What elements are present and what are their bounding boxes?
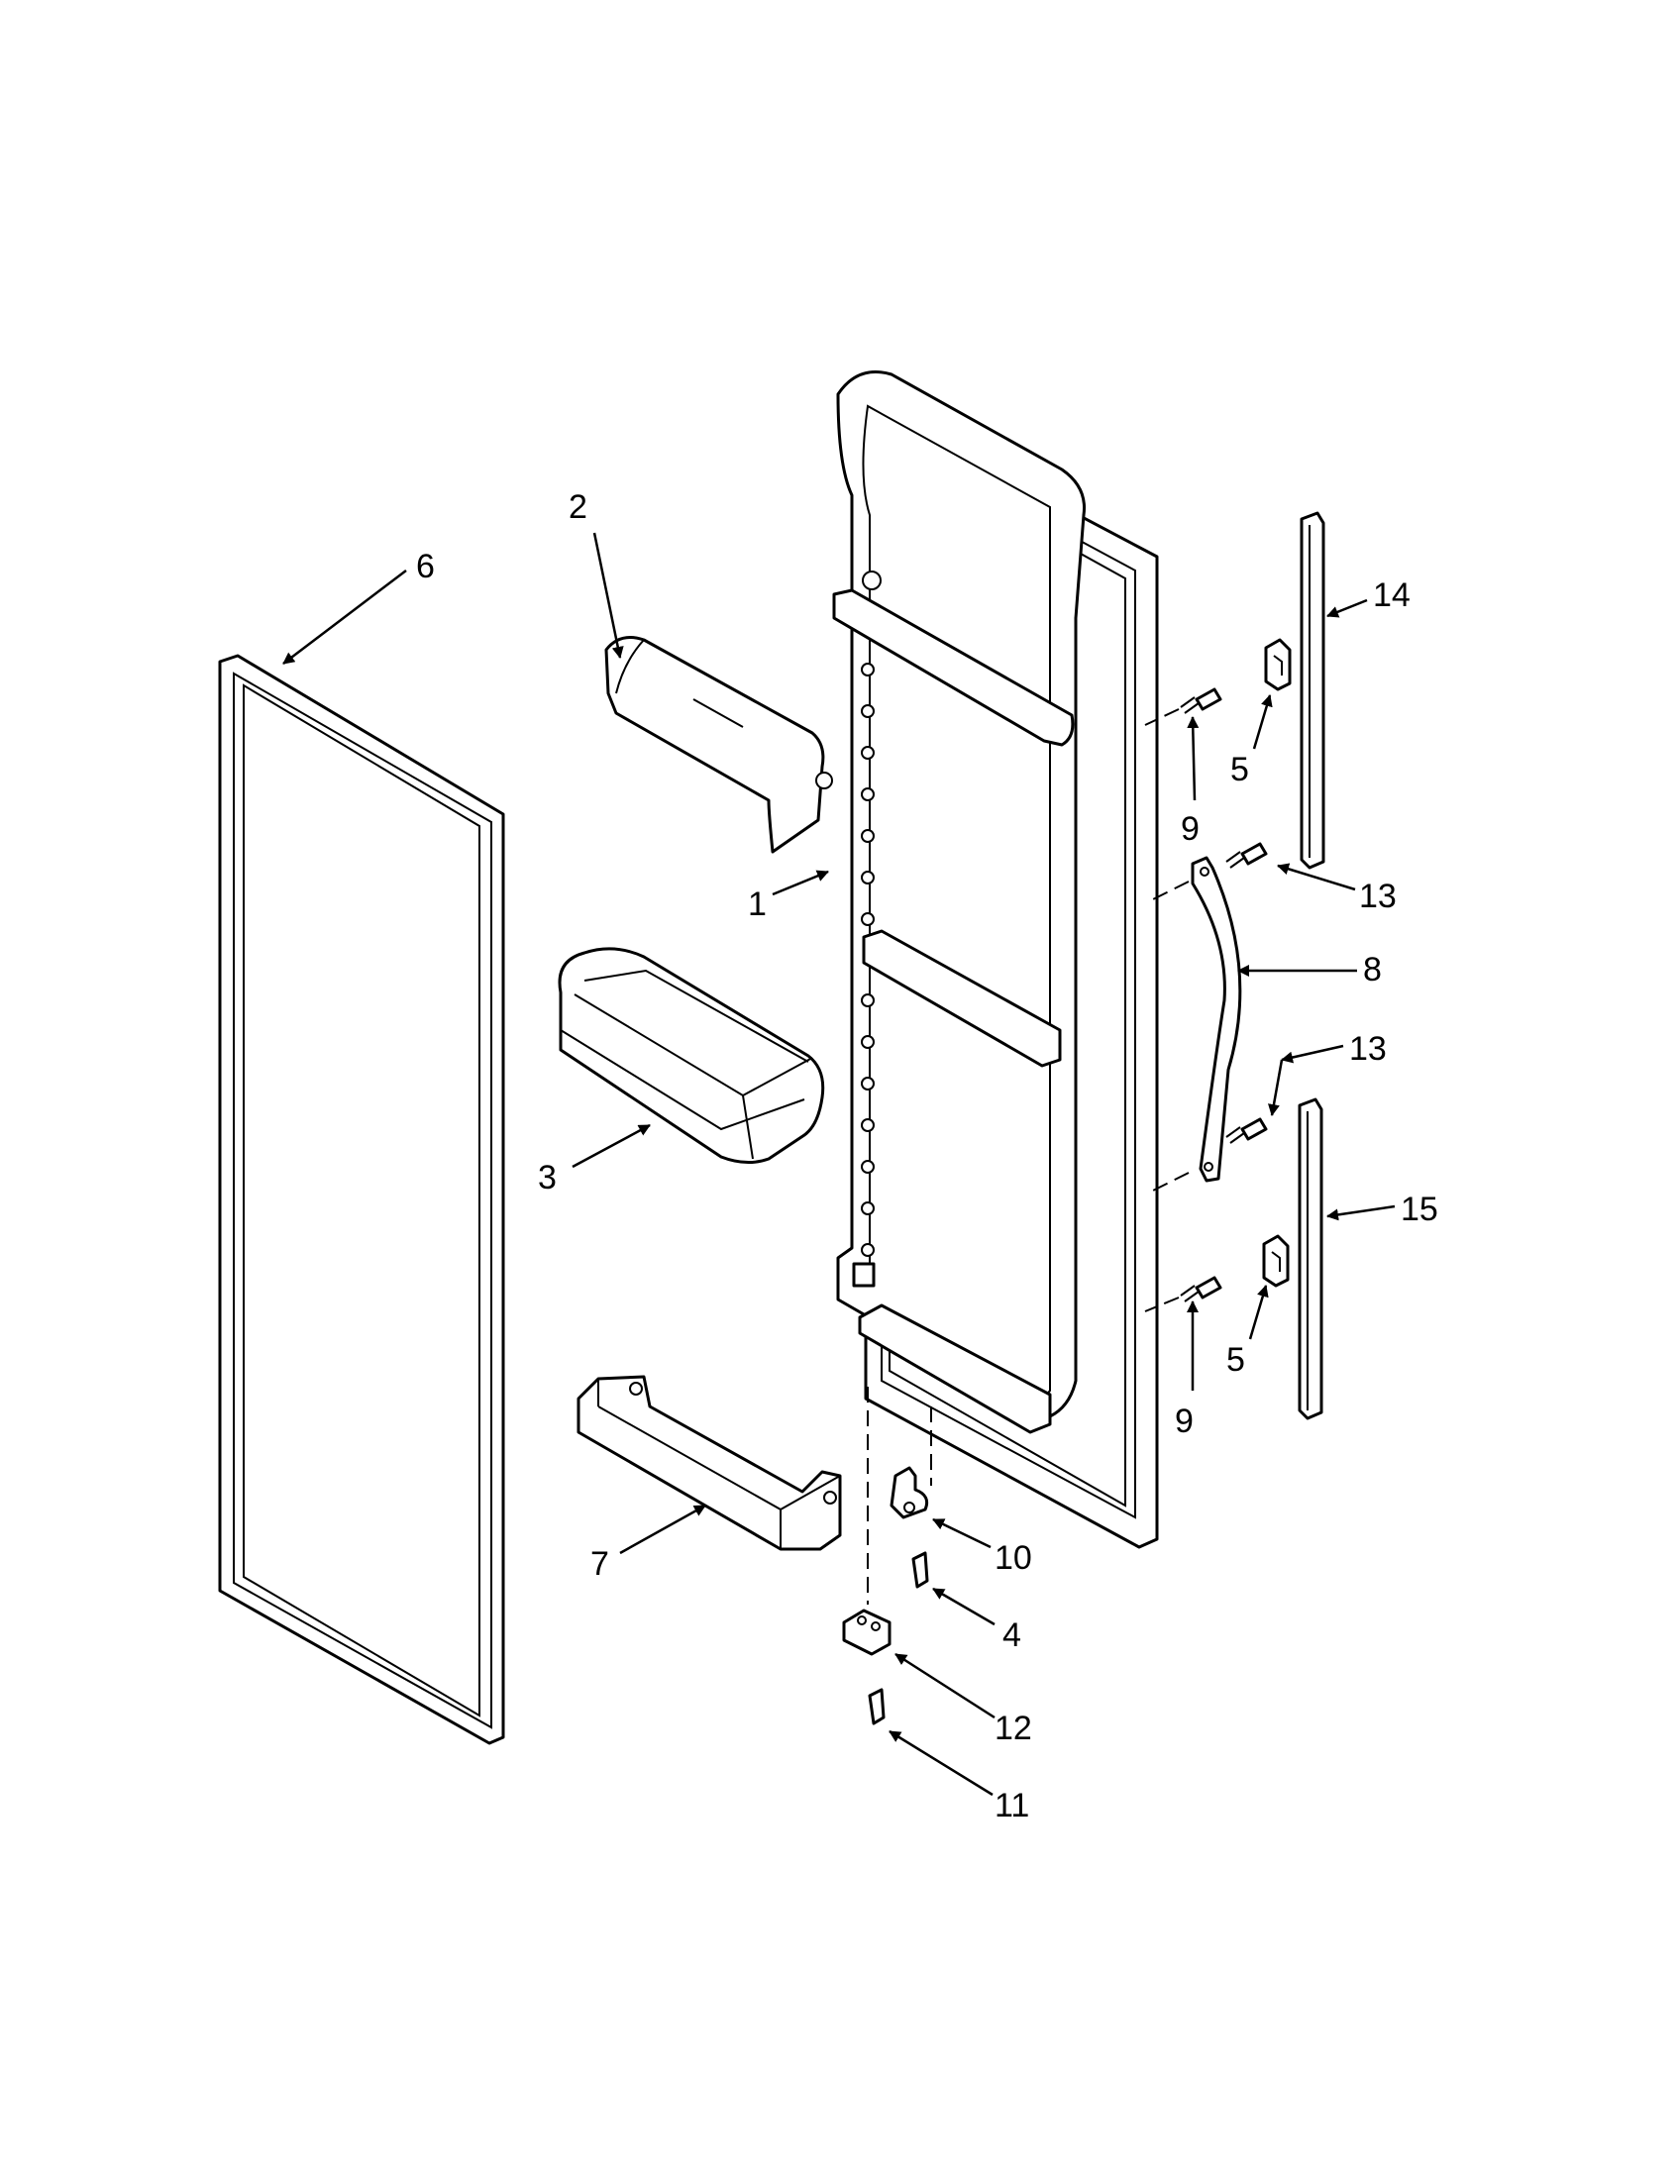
callout-4: 4 bbox=[1002, 1616, 1021, 1654]
callout-13-lower: 13 bbox=[1349, 1030, 1387, 1068]
hinge-pin-part-10 bbox=[890, 1466, 929, 1519]
door-bin-part-7 bbox=[577, 1375, 842, 1551]
dairy-door-part-2 bbox=[604, 636, 833, 854]
door-bin-part-3 bbox=[558, 947, 825, 1164]
callout-3: 3 bbox=[538, 1159, 557, 1196]
callout-7: 7 bbox=[590, 1545, 609, 1583]
callout-12: 12 bbox=[995, 1710, 1032, 1747]
callout-2: 2 bbox=[569, 488, 587, 526]
screw-part-13-lower bbox=[1152, 1117, 1268, 1192]
screw-part-11 bbox=[868, 1688, 886, 1725]
door-side-holes bbox=[861, 663, 875, 1257]
door-gasket-part-6 bbox=[218, 654, 505, 1745]
leader-lines bbox=[282, 532, 1396, 1797]
screw-part-9-lower bbox=[1144, 1276, 1222, 1312]
trim-strip-part-15 bbox=[1298, 1097, 1323, 1420]
callout-11: 11 bbox=[995, 1787, 1029, 1824]
callout-6: 6 bbox=[416, 548, 435, 585]
callout-5-upper: 5 bbox=[1230, 751, 1249, 788]
callout-15: 15 bbox=[1401, 1191, 1438, 1228]
screw-part-4 bbox=[911, 1551, 929, 1589]
trim-strip-part-14 bbox=[1300, 511, 1325, 870]
callout-9-lower: 9 bbox=[1175, 1403, 1194, 1440]
callout-labels: 1 2 3 4 5 5 6 7 8 9 9 10 11 12 13 13 14 … bbox=[416, 488, 1438, 1824]
clip-part-5-lower bbox=[1262, 1234, 1290, 1288]
callout-10: 10 bbox=[995, 1539, 1032, 1577]
clip-part-5-upper bbox=[1264, 638, 1292, 691]
callout-8: 8 bbox=[1363, 951, 1382, 988]
callout-13-upper: 13 bbox=[1359, 878, 1397, 915]
screw-part-9-upper bbox=[1144, 687, 1222, 726]
callout-1: 1 bbox=[748, 885, 767, 923]
callout-9-upper: 9 bbox=[1181, 810, 1200, 848]
callout-14: 14 bbox=[1373, 576, 1411, 614]
door-assembly-part-1 bbox=[832, 370, 1159, 1605]
hinge-bracket-part-12 bbox=[842, 1609, 892, 1656]
door-handle-part-8 bbox=[1191, 856, 1242, 1183]
screw-part-13-upper bbox=[1152, 842, 1268, 900]
callout-5-lower: 5 bbox=[1226, 1341, 1245, 1379]
